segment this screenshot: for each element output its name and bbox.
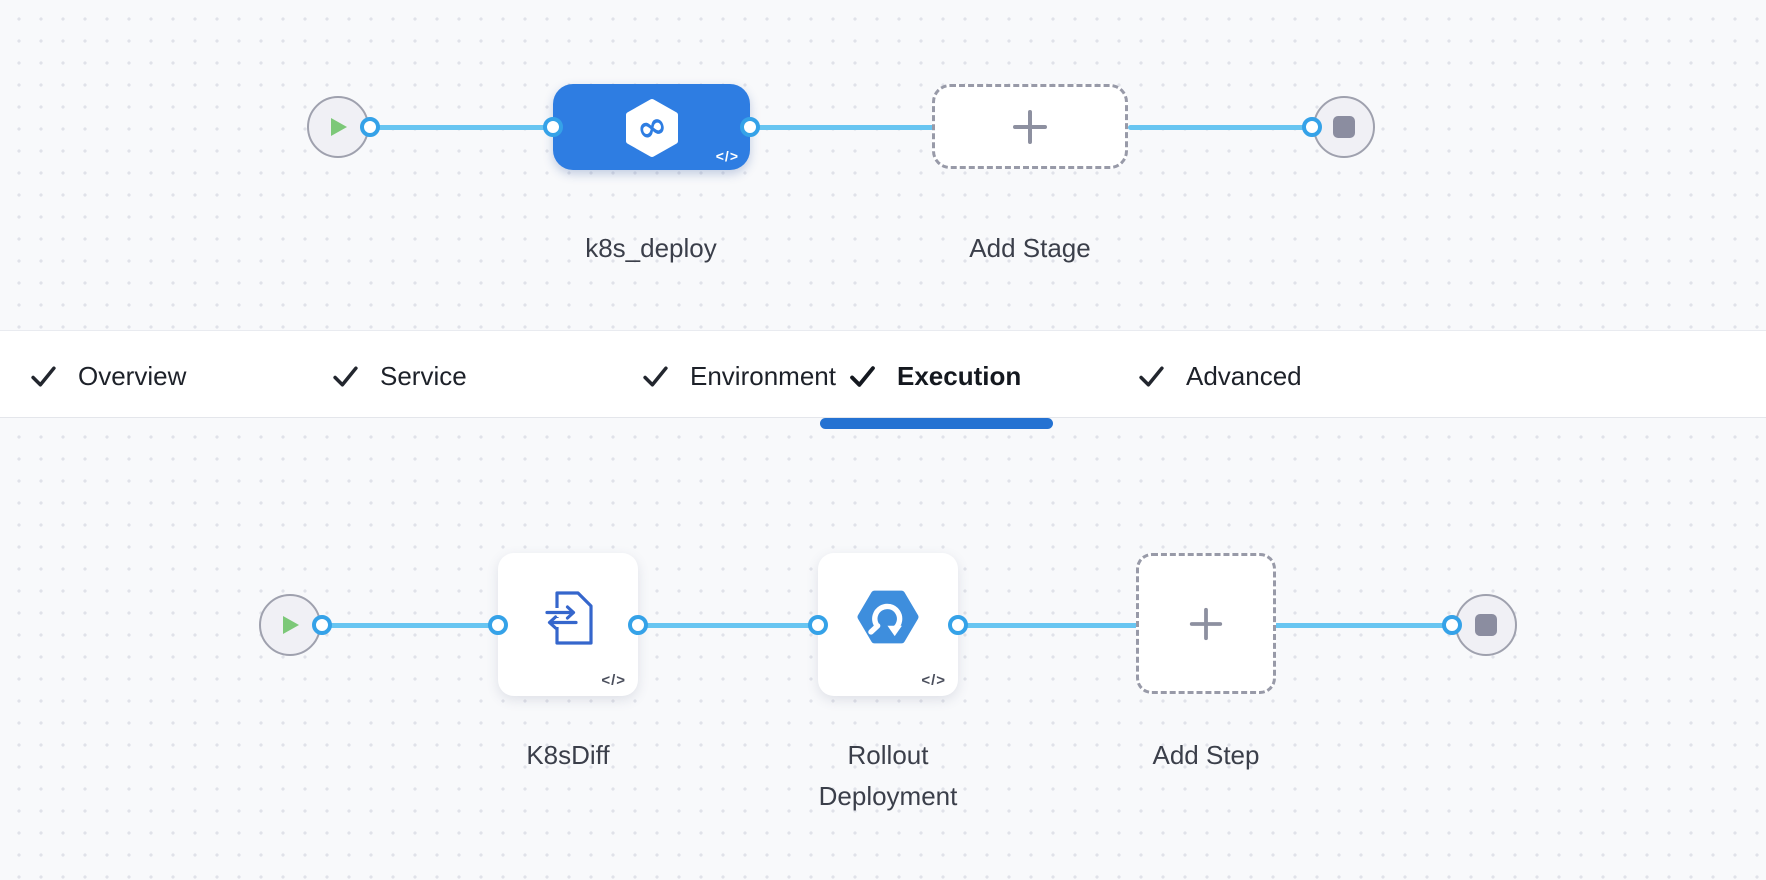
step-node-k8sdiff[interactable]: </> bbox=[498, 553, 638, 696]
tab-advanced[interactable]: Advanced bbox=[1138, 331, 1302, 417]
step-label-k8sdiff: K8sDiff bbox=[526, 740, 610, 770]
rollout-deployment-icon bbox=[857, 590, 919, 644]
check-icon bbox=[643, 366, 668, 387]
execution-graph-canvas: </> </> K8sDiff Rollout Deployment Add S… bbox=[0, 418, 1766, 880]
port-stage-out[interactable] bbox=[740, 117, 760, 137]
tab-label: Execution bbox=[897, 361, 1022, 391]
port-k8sdiff-in[interactable] bbox=[488, 615, 508, 635]
stage-node-k8s-deploy[interactable]: ∞ </> bbox=[553, 84, 750, 170]
port-exec-start-out[interactable] bbox=[312, 615, 332, 635]
add-step-button[interactable] bbox=[1136, 553, 1276, 694]
edge-k8sdiff-to-rollout bbox=[638, 623, 820, 628]
tab-label: Advanced bbox=[1186, 361, 1302, 391]
stop-icon bbox=[1333, 116, 1355, 138]
port-rollout-in[interactable] bbox=[808, 615, 828, 635]
execution-start-node bbox=[259, 594, 321, 656]
stage-graph-canvas: ∞ </> k8s_deploy Add Stage bbox=[0, 0, 1766, 330]
tab-service[interactable]: Service bbox=[332, 331, 467, 417]
edge-start-to-stage bbox=[370, 125, 555, 130]
add-stage-label: Add Stage bbox=[969, 233, 1091, 263]
check-icon bbox=[31, 366, 56, 387]
tab-execution[interactable]: Execution bbox=[849, 331, 1021, 417]
play-icon bbox=[331, 118, 347, 136]
tab-overview[interactable]: Overview bbox=[30, 331, 186, 417]
edge-stage-to-addstage bbox=[750, 125, 934, 130]
tab-environment[interactable]: Environment bbox=[642, 331, 836, 417]
code-view-glyph: </> bbox=[601, 672, 626, 689]
tab-label: Environment bbox=[690, 361, 836, 391]
plus-icon bbox=[1189, 607, 1223, 640]
add-stage-button[interactable] bbox=[932, 84, 1128, 169]
code-view-glyph: </> bbox=[715, 148, 739, 164]
play-icon bbox=[283, 616, 299, 634]
k8s-diff-icon bbox=[542, 591, 593, 645]
active-tab-indicator bbox=[820, 418, 1053, 429]
port-k8sdiff-out[interactable] bbox=[628, 615, 648, 635]
port-stage-in[interactable] bbox=[543, 117, 563, 137]
port-end-in[interactable] bbox=[1302, 117, 1322, 137]
port-exec-end-in[interactable] bbox=[1442, 615, 1462, 635]
edge-addstage-to-end bbox=[1128, 125, 1312, 130]
edge-start-to-k8sdiff bbox=[322, 623, 500, 628]
code-view-glyph: </> bbox=[921, 672, 946, 689]
step-node-rollout-deployment[interactable]: </> bbox=[818, 553, 958, 696]
stage-config-tabbar: Overview Service Environment Execution A… bbox=[0, 330, 1766, 429]
check-icon bbox=[333, 366, 358, 387]
pipeline-end-node bbox=[1313, 96, 1375, 158]
check-icon bbox=[1139, 366, 1164, 387]
tab-label: Service bbox=[380, 361, 467, 391]
tab-label: Overview bbox=[78, 361, 187, 391]
stage-label: k8s_deploy bbox=[585, 233, 717, 263]
execution-end-node bbox=[1455, 594, 1517, 656]
check-icon bbox=[850, 366, 875, 387]
port-start-out[interactable] bbox=[360, 117, 380, 137]
step-label-rollout-deployment: Rollout Deployment bbox=[818, 740, 958, 811]
port-rollout-out[interactable] bbox=[948, 615, 968, 635]
plus-icon bbox=[1013, 109, 1047, 144]
pipeline-start-node bbox=[307, 96, 369, 158]
stop-icon bbox=[1475, 614, 1497, 636]
edge-rollout-to-addstep bbox=[958, 623, 1138, 628]
edge-addstep-to-end bbox=[1274, 623, 1454, 628]
harness-deploy-stage-icon: ∞ bbox=[626, 99, 678, 157]
add-step-label: Add Step bbox=[1152, 740, 1260, 770]
